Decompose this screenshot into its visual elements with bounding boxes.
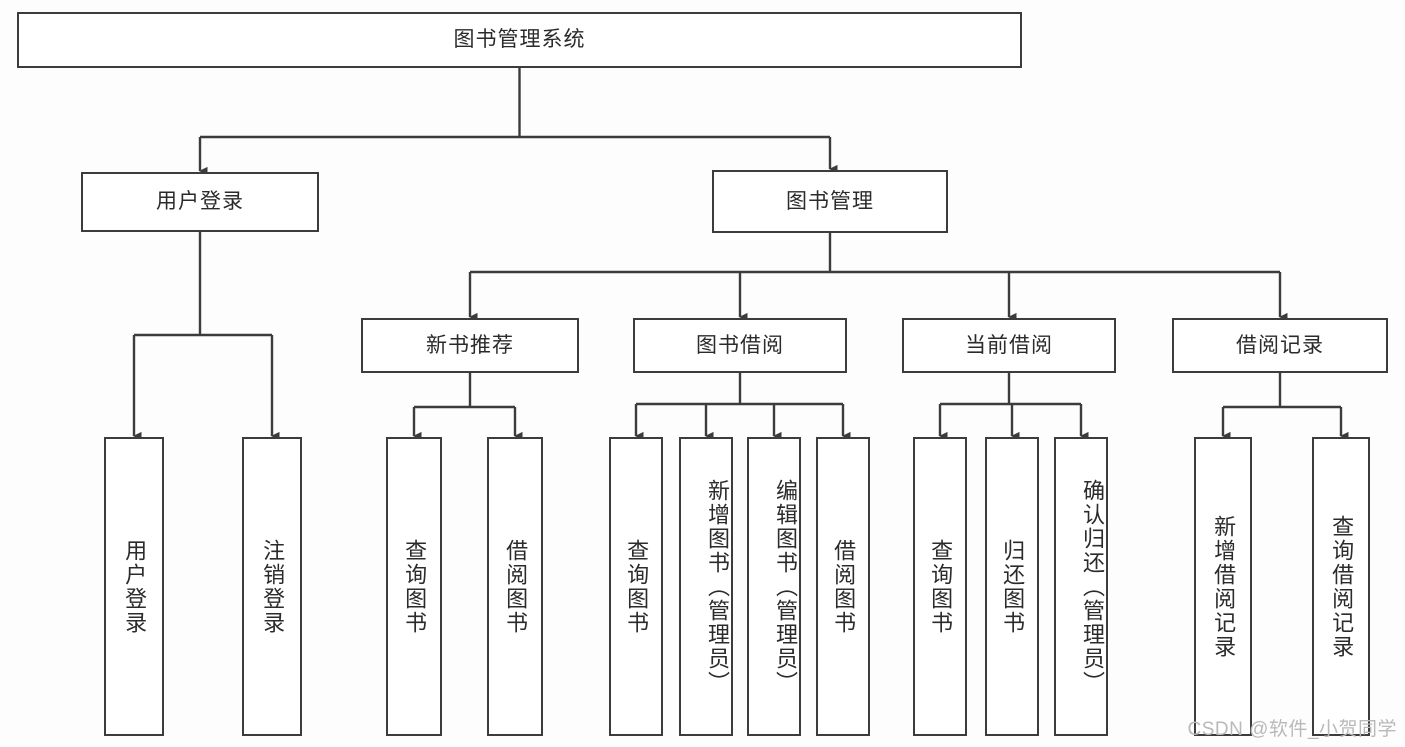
node-label: 查询图书 <box>928 538 954 635</box>
node-records[interactable]: 借阅记录 <box>1172 318 1388 373</box>
node-label: 新增图书（管理员） <box>705 478 730 695</box>
node-leaf-c-query[interactable]: 查询图书 <box>913 437 967 736</box>
connector-lines <box>132 68 1349 441</box>
node-label: 图书借阅 <box>696 333 784 357</box>
node-label: 查询借阅记录 <box>1329 514 1355 659</box>
node-label: 图书管理系统 <box>453 28 586 52</box>
node-label: 查询图书 <box>402 538 428 635</box>
node-borrow[interactable]: 图书借阅 <box>633 318 847 373</box>
node-current[interactable]: 当前借阅 <box>902 318 1116 373</box>
node-label: 归还图书 <box>1000 538 1026 635</box>
node-label: 查询图书 <box>624 538 650 635</box>
node-leaf-login[interactable]: 用户登录 <box>104 437 164 736</box>
node-leaf-nb-query[interactable]: 查询图书 <box>386 437 442 736</box>
node-label: 借阅图书 <box>831 538 857 635</box>
node-leaf-b-edit[interactable]: 编辑图书（管理员） <box>747 437 801 736</box>
node-leaf-r-add[interactable]: 新增借阅记录 <box>1194 437 1252 736</box>
node-newbook[interactable]: 新书推荐 <box>361 318 579 373</box>
node-bookmgmt[interactable]: 图书管理 <box>712 170 948 233</box>
node-label: 用户登录 <box>156 190 244 214</box>
node-label: 新书推荐 <box>426 333 514 357</box>
node-leaf-r-query[interactable]: 查询借阅记录 <box>1312 437 1370 736</box>
node-leaf-c-return[interactable]: 归还图书 <box>985 437 1039 736</box>
node-login[interactable]: 用户登录 <box>81 172 319 232</box>
node-label: 用户登录 <box>122 538 148 635</box>
node-label: 确认归还（管理员） <box>1080 478 1105 695</box>
node-label: 新增借阅记录 <box>1211 514 1237 659</box>
node-leaf-nb-borrow[interactable]: 借阅图书 <box>487 437 543 736</box>
node-leaf-b-lend[interactable]: 借阅图书 <box>816 437 870 736</box>
csdn-watermark: CSDN @软件_小贺同学 <box>1187 719 1397 740</box>
node-label: 编辑图书（管理员） <box>773 478 798 695</box>
node-label: 注销登录 <box>260 538 286 635</box>
node-leaf-c-confirm[interactable]: 确认归还（管理员） <box>1054 437 1108 736</box>
node-leaf-b-add[interactable]: 新增图书（管理员） <box>679 437 733 736</box>
node-leaf-b-query[interactable]: 查询图书 <box>609 437 663 736</box>
node-label: 借阅图书 <box>503 538 529 635</box>
node-leaf-logout[interactable]: 注销登录 <box>242 437 302 736</box>
node-label: 当前借阅 <box>965 333 1053 357</box>
node-root[interactable]: 图书管理系统 <box>17 12 1022 68</box>
node-label: 借阅记录 <box>1236 333 1324 357</box>
node-label: 图书管理 <box>786 189 874 213</box>
